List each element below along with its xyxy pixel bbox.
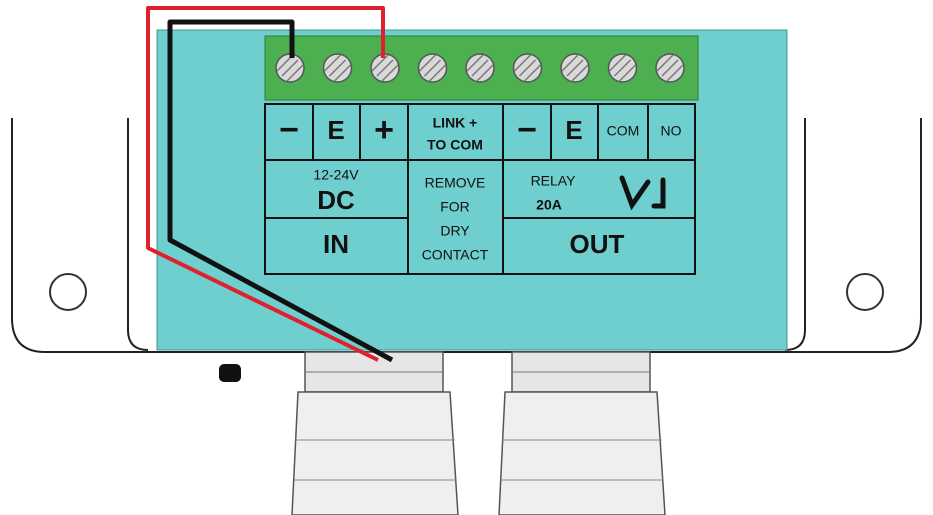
screw-slot-hatch xyxy=(608,54,627,72)
remove-label-line4: CONTACT xyxy=(422,247,489,263)
screw-slot-hatch xyxy=(328,59,347,77)
terminal-screws xyxy=(275,53,685,83)
output-earth-label: E xyxy=(565,115,582,145)
screw-slot-hatch xyxy=(561,54,579,72)
screw-slot-hatch xyxy=(376,59,394,77)
remove-label-line1: REMOVE xyxy=(425,175,486,191)
output-minus-label: − xyxy=(517,111,537,149)
screw-slot-hatch xyxy=(666,64,684,82)
screw-slot-hatch xyxy=(656,54,674,72)
mounting-hole-icon xyxy=(49,273,87,311)
input-minus-label: − xyxy=(279,111,299,149)
screw-slot-hatch xyxy=(466,54,484,72)
voltage-label: 12-24V xyxy=(313,167,359,183)
screw-slot-hatch xyxy=(323,54,342,72)
input-earth-label: E xyxy=(327,115,344,145)
screw-slot-hatch xyxy=(613,59,632,77)
link-label-line1: LINK + xyxy=(433,115,478,131)
screw-slot-hatch xyxy=(518,59,537,77)
relay-label: RELAY xyxy=(531,173,577,189)
enclosure-inner-right xyxy=(784,118,806,351)
screw-slot-hatch xyxy=(418,54,437,72)
in-label: IN xyxy=(323,229,349,259)
remove-label-line3: DRY xyxy=(440,223,470,239)
positive-wire xyxy=(146,6,385,362)
screw-slot-hatch xyxy=(523,64,542,82)
no-label: NO xyxy=(661,123,682,139)
mounting-hole-icon xyxy=(846,273,884,311)
screw-slot-hatch xyxy=(661,59,679,77)
dc-label: DC xyxy=(317,185,355,215)
cable-gland-left xyxy=(291,351,459,515)
remove-label-line2: FOR xyxy=(440,199,470,215)
label-panel xyxy=(264,103,696,275)
enclosure-inner-left xyxy=(127,118,149,351)
negative-wire xyxy=(167,19,394,363)
cable-gland-right xyxy=(498,351,666,515)
screw-slot-hatch xyxy=(281,59,299,77)
com-label: COM xyxy=(607,123,640,139)
screw-slot-hatch xyxy=(566,59,584,77)
out-label: OUT xyxy=(570,229,625,259)
screw-slot-hatch xyxy=(423,59,442,77)
screw-slot-hatch xyxy=(371,54,389,72)
link-label-line2: TO COM xyxy=(427,137,483,153)
screw-slot-hatch xyxy=(286,64,304,82)
vent-plug xyxy=(219,364,241,382)
relay-contact-icon xyxy=(619,175,666,211)
screw-slot-hatch xyxy=(428,64,447,82)
relay-rating-label: 20A xyxy=(536,197,562,213)
screw-slot-hatch xyxy=(571,64,589,82)
screw-slot-hatch xyxy=(513,54,532,72)
screw-slot-hatch xyxy=(476,64,494,82)
screw-slot-hatch xyxy=(618,64,637,82)
screw-slot-hatch xyxy=(333,64,352,82)
screw-slot-hatch xyxy=(471,59,489,77)
input-plus-label: + xyxy=(374,111,394,149)
screw-slot-hatch xyxy=(381,64,399,82)
